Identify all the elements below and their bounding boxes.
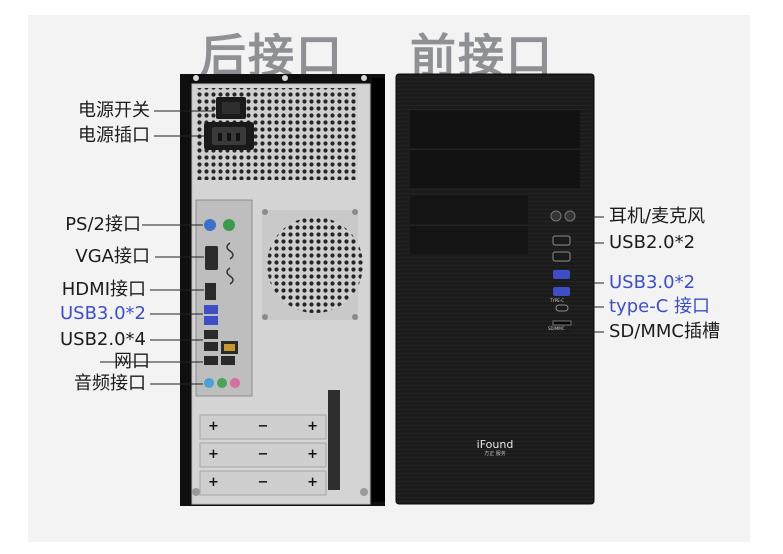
slot-plus-sign: + [208,475,219,490]
slot-minus-sign: − [257,447,269,462]
rear-case [180,74,385,506]
rear-label-audio: 音频接口 [74,373,146,394]
slot-minus-sign: − [257,475,269,490]
slot-plus-sign: + [208,419,219,434]
front-usb2-port [552,235,571,246]
leader-lines [100,110,604,385]
rear-label-power-switch: 电源开关 [78,100,150,121]
slot-signs-row-2: + − + [208,447,318,462]
rear-usb3-port [204,305,218,314]
headphone-jack [550,210,562,222]
rear-usb3-port [204,316,218,325]
front-label-sd-mmc: SD/MMC插槽 [609,321,720,342]
ps2-mouse-port [223,219,235,231]
rear-label-ps2: PS/2接口 [65,214,141,235]
front-case [395,73,595,505]
drive-bay-1 [410,110,580,148]
front-label-headphone-mic: 耳机/麦克风 [609,206,706,227]
io-shield [195,199,253,397]
front-label-usb3: USB3.0*2 [609,272,696,293]
drive-bay-2 [410,150,580,188]
audio-mic-jack [230,378,240,388]
drive-bay-3 [410,196,528,224]
front-typec-port [555,304,569,312]
brand-logo: iFound 方正 服务 [470,439,520,458]
front-interface-title: 前接口 [410,29,554,83]
rear-label-power-socket: 电源插口 [78,125,150,146]
rear-label-hdmi: HDMI接口 [61,279,146,300]
rear-case-side [372,78,385,502]
slot-plus-sign: + [307,475,318,490]
sd-card-slot [552,320,572,326]
slot-plus-sign: + [307,447,318,462]
rear-label-usb3: USB3.0*2 [59,303,146,324]
rear-usb2-port [204,356,218,365]
rear-label-lan: 网口 [114,351,150,372]
typec-mark: TYPE-C [550,298,565,303]
front-usb3-port [553,270,570,279]
background-panel [28,15,750,542]
rear-fan-grill [267,217,363,313]
front-usb3-port [553,287,570,296]
rear-usb2-port [204,330,218,339]
rear-label-vga: VGA接口 [75,246,150,267]
side-vent [328,390,340,490]
slot-minus-sign: − [257,419,269,434]
slot-plus-sign: + [307,419,318,434]
slot-plus-sign: + [208,447,219,462]
rear-usb2-port [221,356,235,365]
expansion-slots [199,414,327,496]
drive-bay-4 [410,226,528,254]
brand-name: iFound [476,438,514,451]
rear-interface-title: 后接口 [200,29,344,83]
audio-line-out-jack [217,378,227,388]
ps2-keyboard-port [204,219,216,231]
front-label-usb2: USB2.0*2 [609,232,696,253]
rear-usb2-port [204,342,218,351]
audio-line-in-jack [204,378,214,388]
hdmi-port [205,283,216,300]
sd-mark: SD/MMC [548,326,565,331]
front-label-typec: type-C 接口 [609,296,710,317]
mic-jack [564,210,576,222]
slot-signs-row-3: + − + [208,475,318,490]
front-usb2-port [552,251,571,262]
slot-signs-row-1: + − + [208,419,318,434]
vga-port [205,246,218,270]
rear-label-usb2: USB2.0*4 [59,329,146,350]
brand-sub: 方正 服务 [484,451,506,457]
